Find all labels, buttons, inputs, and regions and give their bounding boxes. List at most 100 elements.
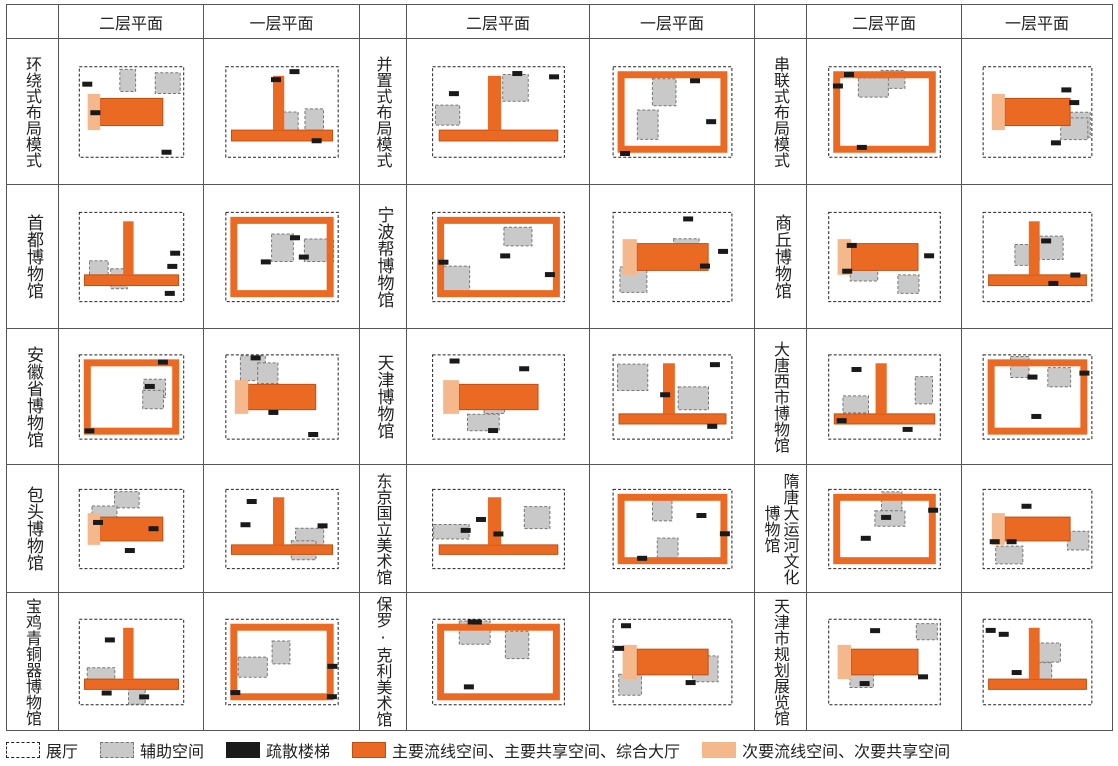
aux-space [142, 389, 165, 410]
evacuation-stair [230, 690, 241, 696]
main-circulation [1004, 516, 1071, 542]
row-label: 商丘博物馆 [771, 214, 791, 299]
aux-space [237, 656, 268, 678]
aux-space [154, 72, 181, 95]
evacuation-stair [84, 428, 95, 434]
row-label: 大唐西市博物馆 [771, 340, 790, 453]
aux-space [119, 68, 137, 93]
evacuation-stair [1011, 670, 1022, 676]
row-label: 安徽省博物馆 [23, 345, 43, 448]
evacuation-stair [856, 144, 867, 150]
evacuation-stair [488, 428, 499, 434]
main-circulation [273, 497, 285, 545]
aux-space [652, 499, 673, 522]
evacuation-stair [859, 681, 870, 687]
evacuation-stair [928, 507, 939, 513]
evacuation-stair [621, 623, 632, 629]
main-circulation [438, 129, 559, 142]
main-circulation [988, 274, 1087, 287]
evacuation-stair [104, 637, 115, 643]
header-cell [6, 4, 59, 39]
secondary-circulation [443, 380, 459, 414]
second-floor-plan [58, 328, 204, 465]
secondary-circulation [622, 644, 637, 680]
first-floor-plan [961, 464, 1113, 593]
second-floor-plan [806, 464, 962, 593]
floor-plan-drawing [612, 211, 733, 303]
header-first-floor: 一层平面 [1004, 13, 1069, 33]
stair-swatch [226, 742, 261, 758]
evacuation-stair [308, 432, 319, 438]
row-label-cell: 宁波帮博物馆 [359, 184, 407, 329]
evacuation-stair [1061, 87, 1072, 93]
legend-label: 次要流线空间、次要共享空间 [742, 742, 951, 761]
secondary-circulation [87, 513, 101, 545]
evacuation-stair [699, 263, 710, 269]
row-label: 天津市规划展览馆 [771, 597, 790, 726]
evacuation-stair [144, 383, 155, 389]
second-floor-plan [406, 464, 590, 593]
main-circulation [617, 71, 728, 153]
second-floor-plan [58, 464, 204, 593]
main-circulation [636, 648, 709, 676]
first-floor-plan [961, 38, 1113, 185]
main-circulation [987, 359, 1088, 435]
evacuation-stair [1050, 140, 1061, 146]
evacuation-stair [696, 513, 707, 519]
floor-plan-drawing [828, 618, 941, 706]
floor-plan-drawing [828, 66, 941, 158]
row-label-cell: 隋唐大运河文化博物馆 [754, 464, 807, 593]
main-circulation [123, 627, 134, 680]
evacuation-stair [93, 519, 104, 525]
evacuation-stair [544, 272, 555, 278]
comparison-grid: 二层平面一层平面二层平面一层平面二层平面一层平面环绕式布局模式并置式布局模式串联… [6, 4, 1113, 731]
evacuation-stair [832, 83, 843, 89]
evacuation-stair [289, 69, 300, 75]
floor-plan-drawing [432, 488, 565, 570]
first-floor-plan [589, 464, 755, 593]
legend-item-main: 主要流线空间、主要共享空间、综合大厅 [352, 738, 680, 762]
evacuation-stair [1027, 374, 1038, 380]
evacuation-stair [1079, 370, 1090, 376]
evacuation-stair [660, 392, 671, 398]
evacuation-stair [90, 110, 101, 116]
row-label-cell: 安徽省博物馆 [6, 328, 59, 465]
aux-space [995, 545, 1024, 565]
aux-space [257, 362, 279, 385]
evacuation-stair [1031, 413, 1042, 419]
evacuation-stair [614, 645, 625, 651]
evacuation-stair [101, 690, 112, 696]
header-cell: 一层平面 [203, 4, 360, 39]
evacuation-stair [467, 619, 478, 625]
legend-item-aux: 辅助空间 [100, 738, 204, 762]
evacuation-stair [870, 628, 881, 634]
row-label-cell: 串联式布局模式 [754, 38, 807, 185]
legend-label: 辅助空间 [140, 742, 205, 761]
evacuation-stair [842, 268, 853, 274]
main-circulation [833, 493, 936, 565]
second-floor-plan [806, 38, 962, 185]
evacuation-stair [707, 423, 718, 429]
evacuation-stair [637, 555, 648, 561]
first-floor-plan [203, 328, 360, 465]
evacuation-stair [1048, 280, 1059, 286]
floor-plan-drawing [78, 66, 185, 158]
secondary-circulation [234, 380, 249, 414]
evacuation-stair [164, 290, 175, 296]
main-swatch [352, 742, 387, 758]
first-floor-plan [961, 592, 1113, 731]
main-circulation [273, 75, 285, 131]
floor-plan-drawing [828, 488, 941, 570]
main-circulation [487, 497, 502, 545]
main-circulation [988, 678, 1087, 690]
main-circulation [230, 623, 334, 701]
header-cell: 二层平面 [806, 4, 962, 39]
evacuation-stair [902, 426, 913, 432]
evacuation-stair [683, 216, 694, 222]
header-cell: 一层平面 [961, 4, 1113, 39]
aux-space [1047, 367, 1072, 388]
main-circulation [83, 359, 180, 435]
row-label: 宁波帮博物馆 [373, 205, 394, 308]
header-cell [754, 4, 807, 39]
second-floor-plan [58, 38, 204, 185]
